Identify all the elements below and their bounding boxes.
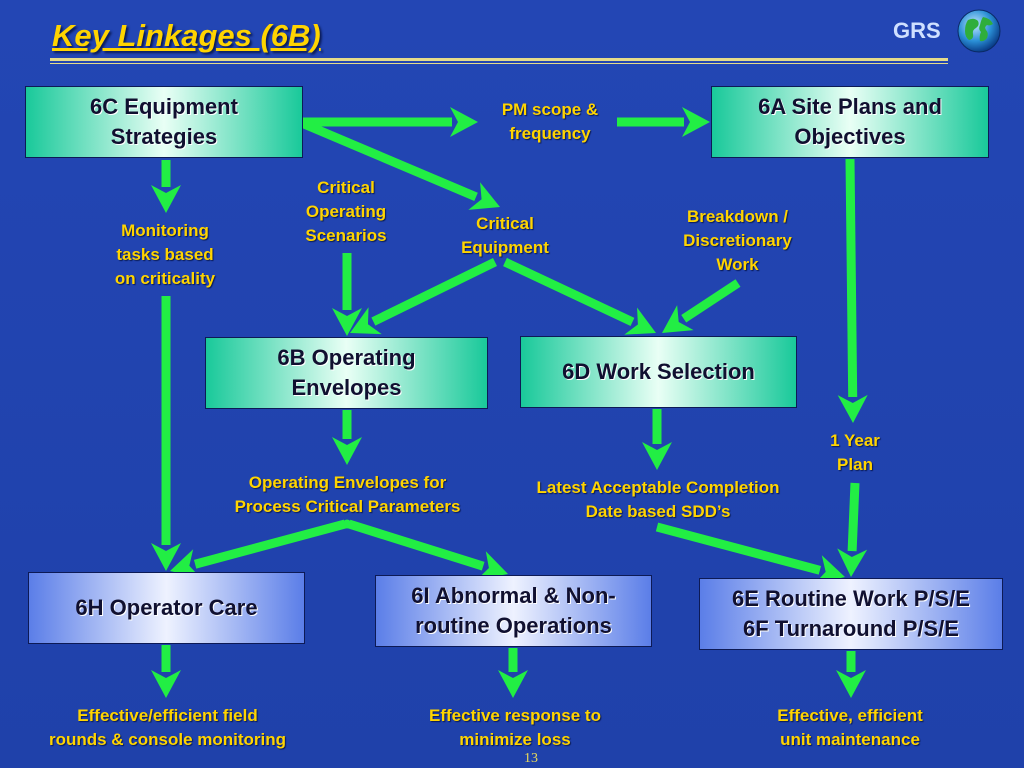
title-rule-thin [50, 63, 948, 64]
box-6h-operator-care: 6H Operator Care [28, 572, 305, 644]
arrow-one-year-plan-to-6e-shaft [847, 482, 860, 552]
arrow-6b-to-operating-envelopes-head [332, 437, 362, 465]
arrow-breakdown-to-6d-shaft [681, 279, 741, 323]
label-latest-acceptable-completion: Latest Acceptable Completion Date based … [536, 478, 780, 521]
label-critical-operating-scenarios: Critical Operating Scenarios [305, 178, 387, 245]
arrow-6i-to-outcome-head [498, 670, 528, 698]
box-6a-text: 6A Site Plans and Objectives [758, 94, 942, 149]
arrow-critical-equipment-to-6b-head [350, 307, 382, 335]
arrow-6e-to-outcome-head [836, 670, 866, 698]
page-number: 13 [524, 751, 538, 766]
label-breakdown-discretionary: Breakdown / Discretionary Work [683, 207, 792, 274]
arrow-6h-to-outcome-head [151, 670, 181, 698]
arrow-scenarios-to-6b-head [332, 308, 362, 336]
label-pm-scope: PM scope & frequency [501, 100, 599, 143]
arrow-operating-envelopes-to-6i-head [476, 551, 508, 580]
arrow-6c-to-pm-scope-head [450, 107, 478, 137]
brand-text: GRS [893, 18, 941, 43]
arrow-critical-equipment-to-6d-head [624, 307, 656, 335]
box-6b-operating-envelopes: 6B Operating Envelopes [205, 337, 488, 409]
arrow-lacd-to-6e-head [814, 555, 845, 585]
arrow-monitoring-to-6h-head [151, 543, 181, 571]
box-6c-text: 6C Equipment Strategies [90, 94, 238, 149]
label-operating-envelopes-params: Operating Envelopes for Process Critical… [234, 473, 461, 516]
arrow-operating-envelopes-to-6i-shaft [347, 519, 485, 571]
box-6h-text: 6H Operator Care [75, 595, 258, 620]
label-monitoring-tasks: Monitoring tasks based on criticality [114, 221, 216, 288]
arrow-6a-to-one-year-plan-head [837, 394, 868, 423]
globe-icon [957, 9, 1001, 53]
arrow-operating-envelopes-to-6h-head [170, 549, 201, 579]
arrow-one-year-plan-to-6e-head [837, 548, 868, 577]
arrow-lacd-to-6e-shaft [655, 522, 822, 575]
title-rule [50, 58, 948, 61]
box-6d-work-selection: 6D Work Selection [520, 336, 797, 408]
arrow-6a-to-one-year-plan-shaft [845, 158, 858, 398]
box-6i-text: 6I Abnormal & Non- routine Operations [411, 583, 616, 638]
box-6e-text: 6E Routine Work P/S/E 6F Turnaround P/S/… [732, 586, 970, 641]
arrow-pm-scope-to-6a-head [682, 107, 710, 137]
arrow-operating-envelopes-to-6h-shaft [193, 519, 347, 569]
label-outcome-routine-work: Effective, efficient unit maintenance [777, 706, 923, 749]
arrow-critical-equipment-to-6d-shaft [503, 257, 635, 327]
arrow-6d-to-lacd-head [642, 442, 672, 470]
box-6i-abnormal-operations: 6I Abnormal & Non- routine Operations [375, 575, 652, 647]
arrow-6c-to-critical-equipment-head [468, 182, 500, 210]
box-6d-text: 6D Work Selection [562, 359, 755, 384]
arrow-breakdown-to-6d-head [662, 305, 694, 333]
slide-title: Key Linkages (6B) [52, 18, 321, 53]
arrow-critical-equipment-to-6b-shaft [371, 257, 497, 326]
label-critical-equipment: Critical Equipment [461, 214, 549, 257]
box-6e-routine-work: 6E Routine Work P/S/E 6F Turnaround P/S/… [699, 578, 1003, 650]
arrow-6c-to-monitoring-head [151, 185, 181, 213]
box-6b-text: 6B Operating Envelopes [277, 345, 416, 400]
box-6c-equipment-strategies: 6C Equipment Strategies [25, 86, 303, 158]
label-outcome-abnormal-ops: Effective response to minimize loss [429, 706, 601, 749]
label-outcome-operator-care: Effective/efficient field rounds & conso… [48, 706, 287, 749]
arrow-6c-to-critical-equipment-shaft [302, 119, 478, 202]
box-6a-site-plans: 6A Site Plans and Objectives [711, 86, 989, 158]
label-one-year-plan: 1 Year Plan [830, 431, 880, 474]
